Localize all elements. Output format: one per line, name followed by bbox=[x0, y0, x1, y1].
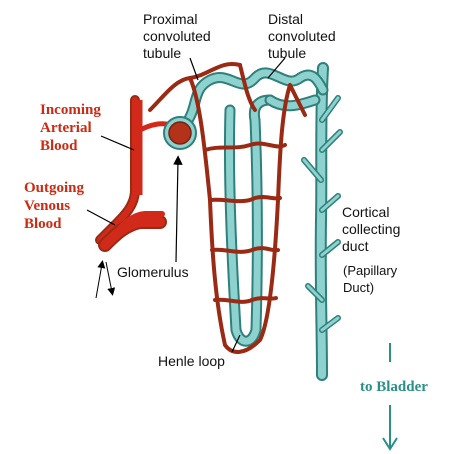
label-henle-loop: Henle loop bbox=[158, 353, 225, 370]
label-distal-tubule: Distal convoluted tubule bbox=[268, 11, 336, 62]
collecting-duct bbox=[304, 68, 340, 375]
label-to-bladder: to Bladder bbox=[360, 378, 428, 396]
label-incoming-blood: Incoming Arterial Blood bbox=[40, 101, 101, 155]
label-cortical-duct: Cortical collecting duct bbox=[342, 204, 400, 255]
flow-arrows bbox=[96, 262, 112, 298]
glomerulus bbox=[164, 117, 196, 149]
bladder-arrow bbox=[383, 343, 397, 449]
label-proximal-tubule: Proximal convoluted tubule bbox=[143, 11, 211, 62]
label-outgoing-blood: Outgoing Venous Blood bbox=[24, 179, 84, 233]
label-papillary-duct: (Papillary Duct) bbox=[343, 262, 397, 296]
label-glomerulus: Glomerulus bbox=[117, 264, 189, 281]
